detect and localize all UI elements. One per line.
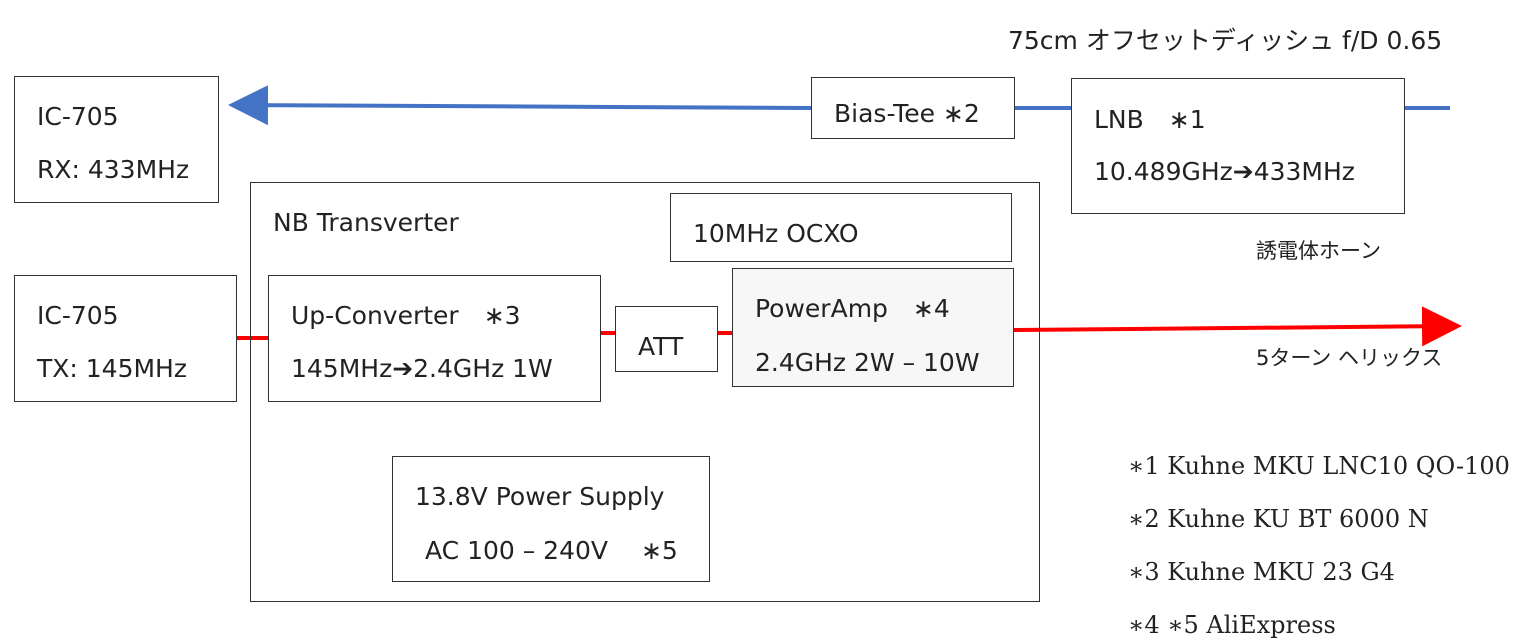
power-supply-name: 13.8V Power Supply <box>415 482 665 511</box>
tx-radio-box: IC-705 TX: 145MHz <box>14 275 237 402</box>
note-3: ∗3 Kuhne MKU 23 G4 <box>1128 558 1395 586</box>
rx-arrow-to-receiver <box>228 85 812 126</box>
lnb-box: LNB ∗1 10.489GHz➔433MHz <box>1071 78 1405 214</box>
poweramp-name: PowerAmp ∗4 <box>755 294 950 323</box>
transverter-title: NB Transverter <box>273 208 459 237</box>
note-4: ∗4 ∗5 AliExpress <box>1128 611 1336 639</box>
rx-radio-box: IC-705 RX: 433MHz <box>14 76 219 203</box>
lnb-conversion: 10.489GHz➔433MHz <box>1094 157 1355 186</box>
ocxo-box: 10MHz OCXO <box>670 193 1012 262</box>
rx-radio-name: IC-705 <box>37 102 119 131</box>
tx-radio-freq: TX: 145MHz <box>37 354 187 383</box>
att-label: ATT <box>638 332 684 361</box>
power-supply-box: 13.8V Power Supply AC 100 – 240V ∗5 <box>392 456 710 582</box>
tx-radio-name: IC-705 <box>37 301 119 330</box>
rx-radio-freq: RX: 433MHz <box>37 155 190 184</box>
dish-label: 75cm オフセットディッシュ f/D 0.65 <box>1008 26 1443 55</box>
lnb-name: LNB ∗1 <box>1094 105 1206 134</box>
note-2: ∗2 Kuhne KU BT 6000 N <box>1128 505 1429 533</box>
upconverter-name: Up-Converter ∗3 <box>291 301 521 330</box>
tx-arrow-to-antenna <box>1012 306 1462 347</box>
transverter-box: NB Transverter <box>250 182 1040 602</box>
upconverter-spec: 145MHz➔2.4GHz 1W <box>291 354 553 383</box>
poweramp-box: PowerAmp ∗4 2.4GHz 2W – 10W <box>732 268 1014 387</box>
horn-label: 誘電体ホーン <box>1256 239 1381 263</box>
att-box: ATT <box>615 306 718 372</box>
power-supply-spec: AC 100 – 240V ∗5 <box>425 536 678 565</box>
poweramp-spec: 2.4GHz 2W – 10W <box>755 348 980 377</box>
upconverter-box: Up-Converter ∗3 145MHz➔2.4GHz 1W <box>268 275 601 402</box>
ocxo-label: 10MHz OCXO <box>693 219 859 248</box>
note-1: ∗1 Kuhne MKU LNC10 QO-100 <box>1128 452 1510 480</box>
helix-antenna-label: 5ターン ヘリックス <box>1256 346 1443 370</box>
bias-tee-label: Bias-Tee ∗2 <box>834 99 980 128</box>
bias-tee-box: Bias-Tee ∗2 <box>811 77 1015 139</box>
